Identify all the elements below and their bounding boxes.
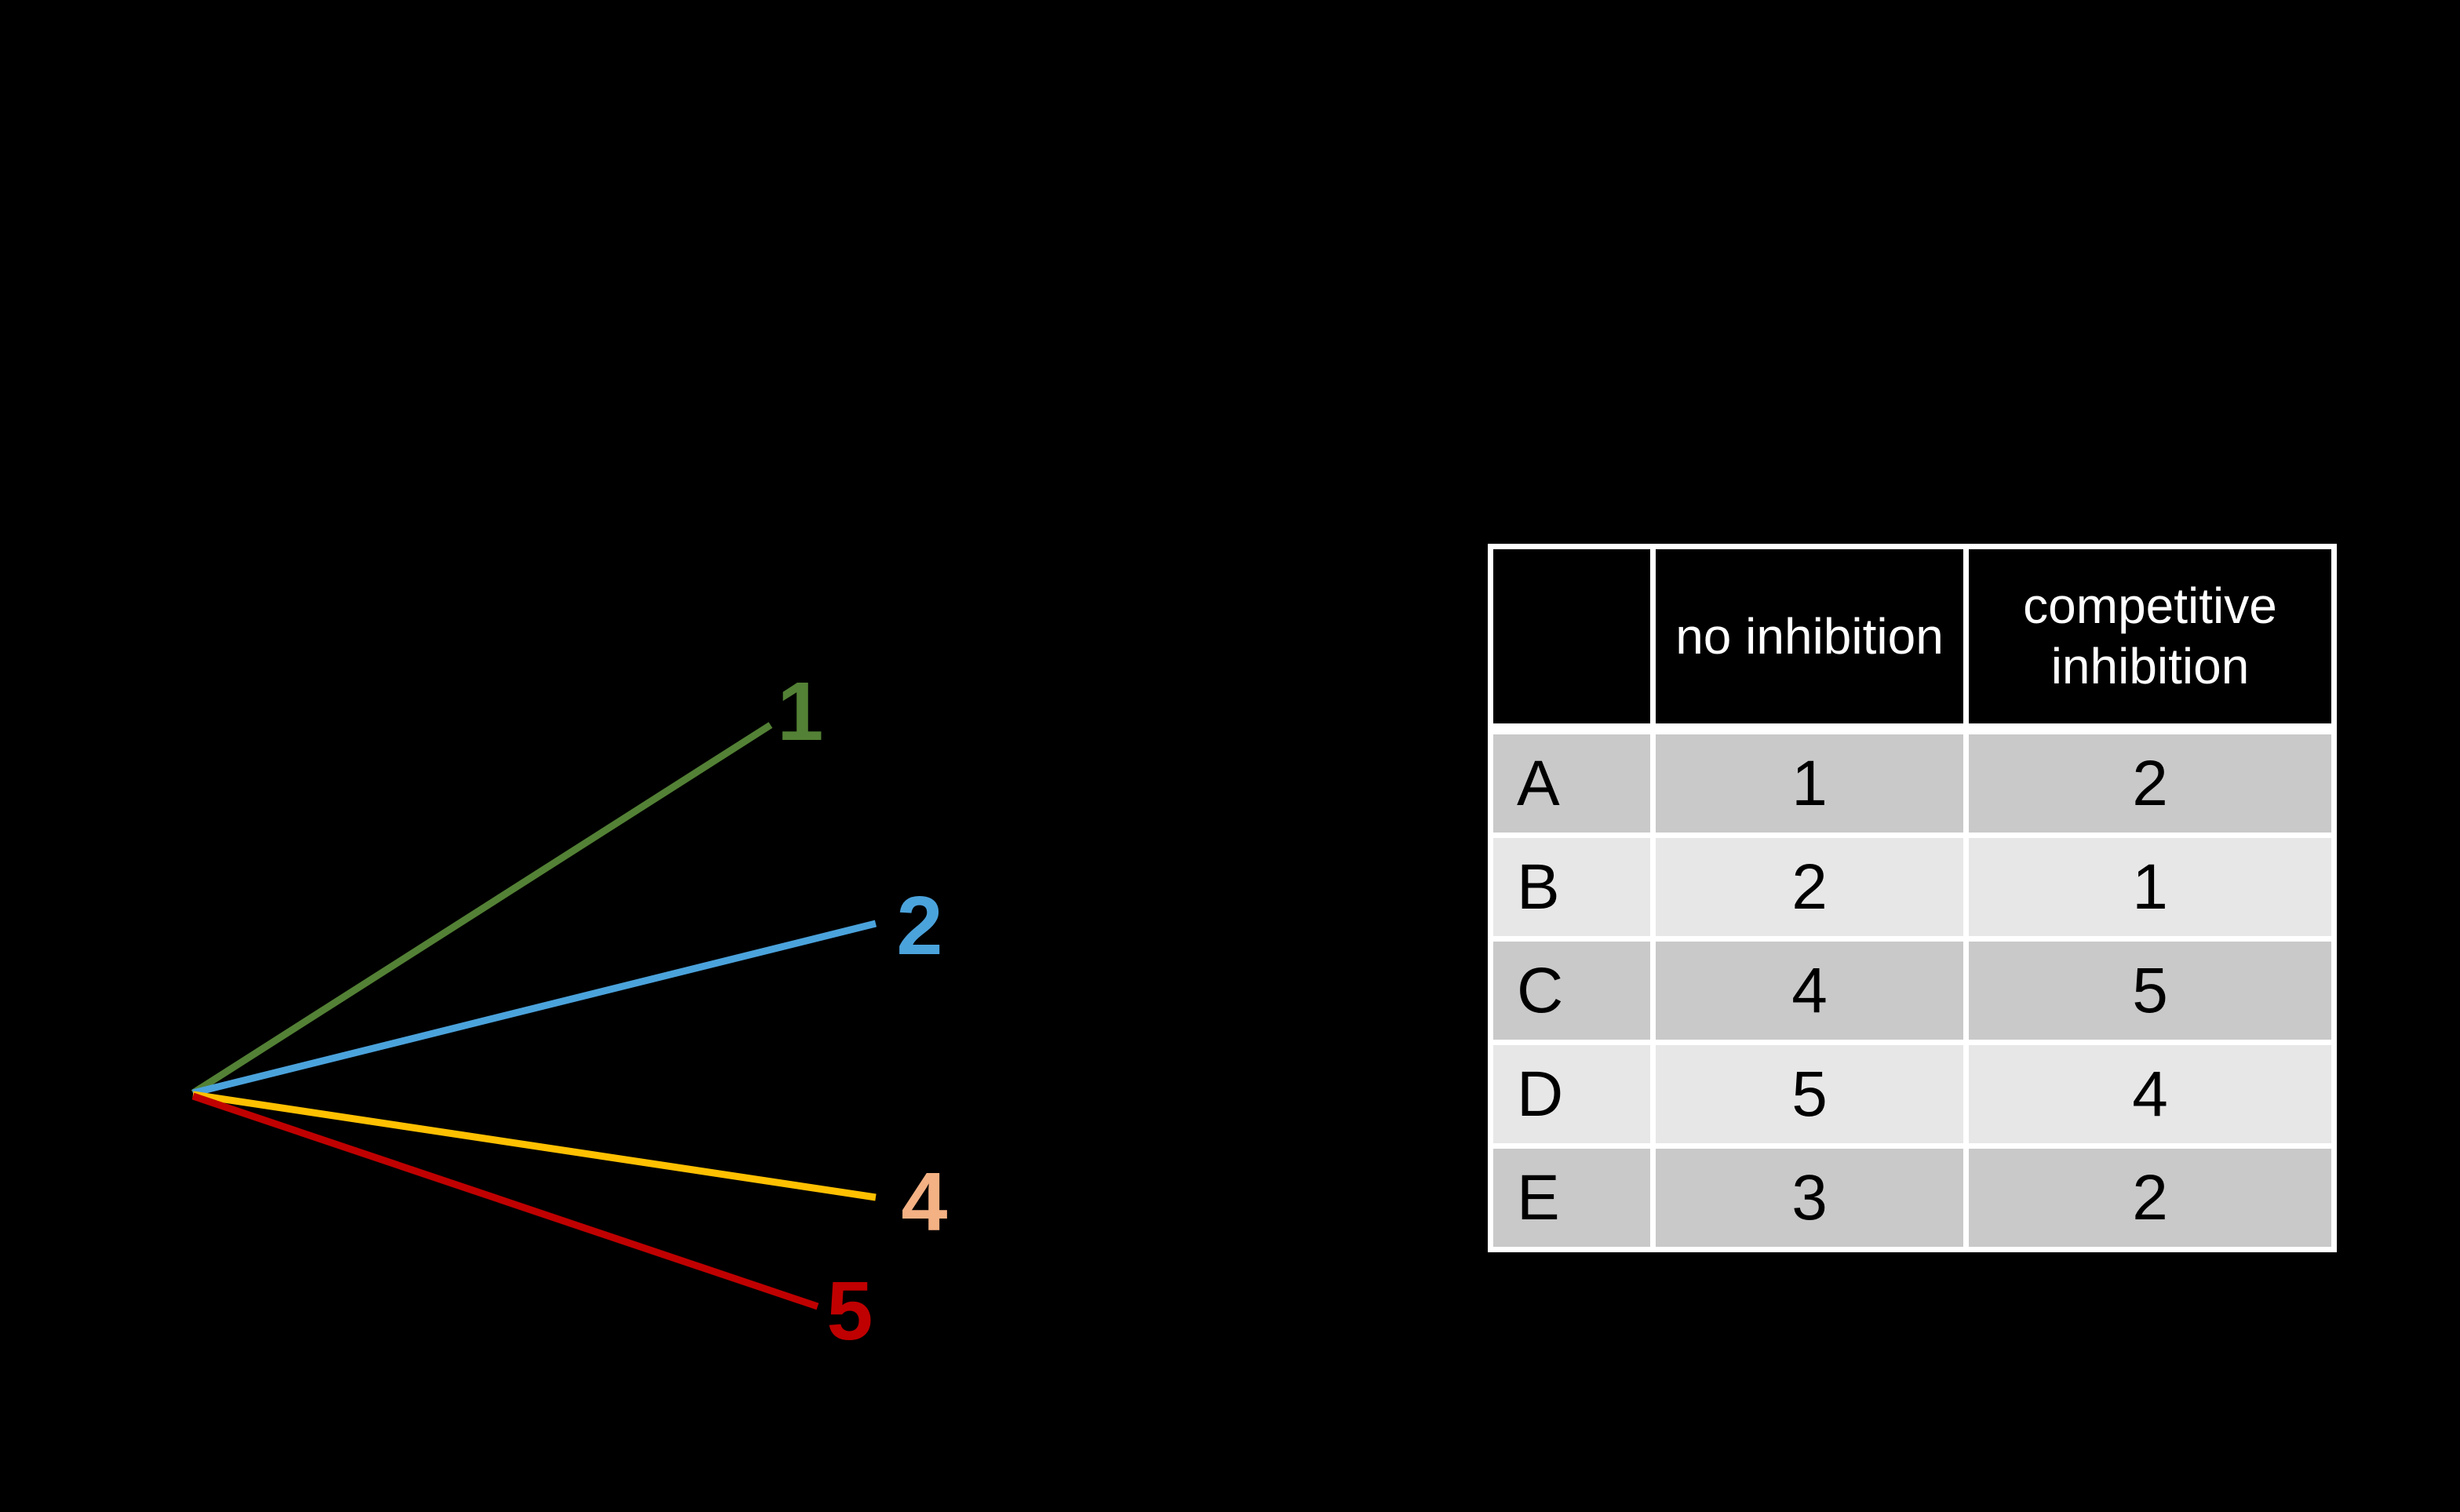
- value-cell: 1: [1656, 734, 1963, 833]
- row-label-cell: D: [1493, 1045, 1650, 1143]
- value-cell: 4: [1969, 1045, 2331, 1143]
- row-label-cell: C: [1493, 942, 1650, 1040]
- line-5: [191, 1092, 819, 1310]
- table-header-row: no inhibition competitive inhibition: [1493, 549, 2331, 729]
- value-cell: 1: [1969, 838, 2331, 936]
- col-header-no-inhibition: no inhibition: [1656, 549, 1963, 729]
- line-label-4: 4: [902, 1156, 948, 1248]
- line-label-2: 2: [897, 880, 943, 972]
- value-cell: 2: [1969, 734, 2331, 833]
- row-label-cell: B: [1493, 838, 1650, 936]
- col-header-empty: [1493, 549, 1650, 729]
- value-cell: 5: [1969, 942, 2331, 1040]
- value-cell: 2: [1969, 1149, 2331, 1247]
- col-header-competitive-inhibition: competitive inhibition: [1969, 549, 2331, 729]
- line-2: [191, 920, 877, 1097]
- value-cell: 4: [1656, 942, 1963, 1040]
- row-label-cell: A: [1493, 734, 1650, 833]
- value-cell: 2: [1656, 838, 1963, 936]
- line-4: [192, 1091, 876, 1201]
- row-label-cell: E: [1493, 1149, 1650, 1247]
- value-cell: 5: [1656, 1045, 1963, 1143]
- line-label-1: 1: [778, 665, 824, 758]
- line-label-5: 5: [827, 1265, 873, 1357]
- value-cell: 3: [1656, 1149, 1963, 1247]
- line-1: [191, 722, 773, 1096]
